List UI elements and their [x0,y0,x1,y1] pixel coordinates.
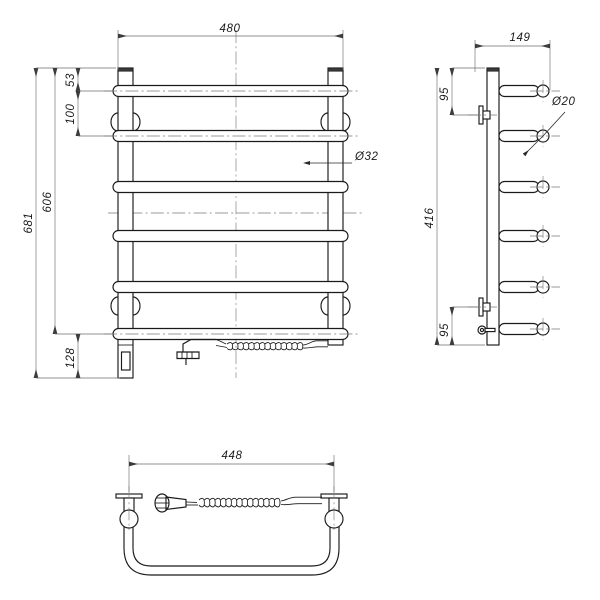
coiled-cord [226,342,304,351]
top-view: 448 [115,450,348,576]
leader-dia-20-a [542,111,566,137]
dim-label-128: 128 [65,348,77,369]
top-tube-outer [123,523,340,576]
side-view: 149 95 416 95 Ø20 [424,32,576,346]
top-cord-lead-out-2 [280,503,322,506]
dim-label-95-top: 95 [439,87,451,101]
top-left-flange [115,486,143,530]
rung-3 [112,180,349,194]
left-post [117,67,134,379]
bracket-top-left-arc2 [132,112,141,132]
side-bracket-bottom-stud [482,302,491,312]
side-rung-2 [498,125,560,147]
cord-lead-in-2 [215,345,228,348]
top-plug-body [165,496,187,511]
rung-3-tube [112,180,349,194]
dim-label-dia-32: Ø32 [354,151,379,163]
rung-4-tube [112,229,349,243]
bracket-bottom-right-arc [320,296,329,316]
rung-5-tube [112,280,349,294]
rung-4 [112,229,349,243]
dim-label-100: 100 [65,104,77,125]
side-rungs [498,80,560,340]
side-dimensions: 149 95 416 95 Ø20 [424,32,576,346]
side-cable-outlet [477,325,496,335]
plug-body [176,351,200,360]
rung-6 [104,327,358,341]
front-view: 480 681 606 53 100 128 Ø32 [23,23,379,379]
cord-lead-out-2 [302,346,328,349]
bracket-top-right-arc [320,112,329,132]
dim-label-dia-20: Ø20 [551,96,576,108]
top-tube-inner [132,523,331,567]
dim-label-480: 480 [220,23,241,35]
side-rung-4 [498,225,560,247]
rung-5 [112,280,349,294]
bracket-top-left-arc [110,112,119,132]
cable-outlet-stem [484,327,496,333]
side-manifold-cap [486,67,500,72]
side-rung-5 [498,276,560,298]
right-post-cap [327,67,344,72]
front-rungs [104,84,358,341]
front-dimensions: 480 681 606 53 100 128 Ø32 [23,23,379,379]
dim-label-448: 448 [222,450,243,462]
bracket-bottom-left-arc2 [132,296,141,316]
top-coiled-cord [198,497,281,508]
bracket-bottom-left-arc [110,296,119,316]
side-rung-6 [498,318,560,340]
rung-1 [104,84,358,98]
right-post [327,67,344,346]
dim-label-416: 416 [424,208,436,229]
side-rung-1 [498,80,560,102]
left-post-cap [117,67,134,72]
top-power-cord-assembly [154,493,322,513]
top-cord-lead-out [280,496,322,502]
control-switch-box [120,351,131,371]
top-right-flange [320,486,348,530]
rung-2 [104,129,358,143]
cable-outlet-hole [479,327,485,333]
bracket-top-right-arc2 [342,112,351,132]
leader-dia-20-b [522,135,544,157]
side-bracket-top-stud [482,110,491,120]
bracket-bottom-right-arc2 [342,296,351,316]
plug-neck [182,338,216,352]
dim-label-606: 606 [42,192,54,213]
dim-label-95-bottom: 95 [439,323,451,337]
top-dimensions: 448 [128,450,335,492]
dim-label-149: 149 [510,32,531,44]
cord-lead-in [215,339,227,345]
power-cord-assembly [176,338,328,365]
dim-label-53: 53 [65,73,77,87]
dim-label-681: 681 [23,213,35,234]
cord-lead-out [302,340,328,346]
right-post-body [327,67,344,346]
side-rung-3 [498,176,560,198]
